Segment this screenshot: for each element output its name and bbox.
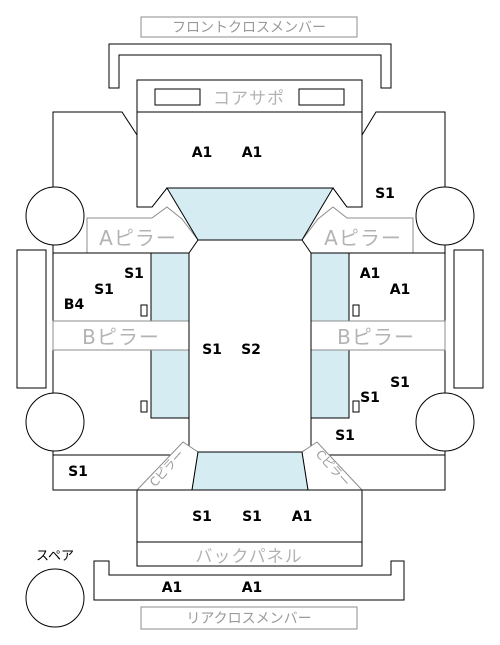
right-front-door-handle [352,304,360,317]
right-rear-door-handle [352,400,360,413]
back-panel-label: バックパネル [195,547,302,567]
code-trunk-3: A1 [292,509,313,525]
left-side-sill [16,249,47,389]
b-pillar-left [52,320,191,351]
back-panel [136,541,363,567]
code-trunk-2: S1 [242,509,262,525]
rear-cross-member-box [140,606,358,630]
code-right-front-fender: S1 [375,186,395,202]
code-rear-member-1: A1 [162,580,183,596]
code-right-front-door-1: A1 [360,266,381,282]
rear-bumper [93,560,405,601]
front-cross-member-box [140,16,358,38]
code-right-front-door-2: A1 [390,282,411,298]
rear-cross-member-label: リアクロスメンバー [186,611,311,627]
right-side-sill [453,249,484,389]
code-roof-1: S1 [202,342,222,358]
left-rear-window [150,349,190,419]
code-left-rear-fender: S1 [68,464,88,480]
left-rear-door-handle [140,400,148,413]
left-front-window [150,252,190,322]
front-cross-member-label: フロントクロスメンバー [172,20,326,36]
b-pillar-right-label: Bピラー [337,325,415,349]
code-left-front-door-2: S1 [94,282,114,298]
right-rear-window [310,349,350,419]
code-trunk-1: S1 [192,509,212,525]
spare-label: スペア [36,549,74,564]
code-hood-2: A1 [242,145,263,161]
code-right-rear-door-1: S1 [390,375,410,391]
trunk-lid [136,489,363,543]
right-front-window [310,252,350,322]
headlight-right [298,88,345,106]
b-pillar-left-label: Bピラー [82,325,160,349]
front-cross-member-bracket [108,43,392,89]
front-left-wheel [25,186,85,246]
code-right-rear-fender: S1 [335,428,355,444]
rear-right-wheel [415,392,475,452]
code-hood-1: A1 [192,145,213,161]
a-pillar-left-label: Aピラー [99,226,177,250]
code-roof-2: S2 [241,342,261,358]
front-right-wheel [415,186,475,246]
a-pillar-right-label: Aピラー [324,226,402,250]
rear-window-glass [191,451,309,491]
left-front-door-handle [140,304,148,317]
core-support-label: コアサポ [213,89,285,109]
headlight-left [154,88,201,106]
rear-left-wheel [25,392,85,452]
code-left-front-door-1: S1 [124,266,144,282]
code-rear-member-2: A1 [242,580,263,596]
code-left-front-door-3: B4 [64,297,85,313]
spare-tire [25,568,85,628]
code-right-rear-door-2: S1 [360,390,380,406]
